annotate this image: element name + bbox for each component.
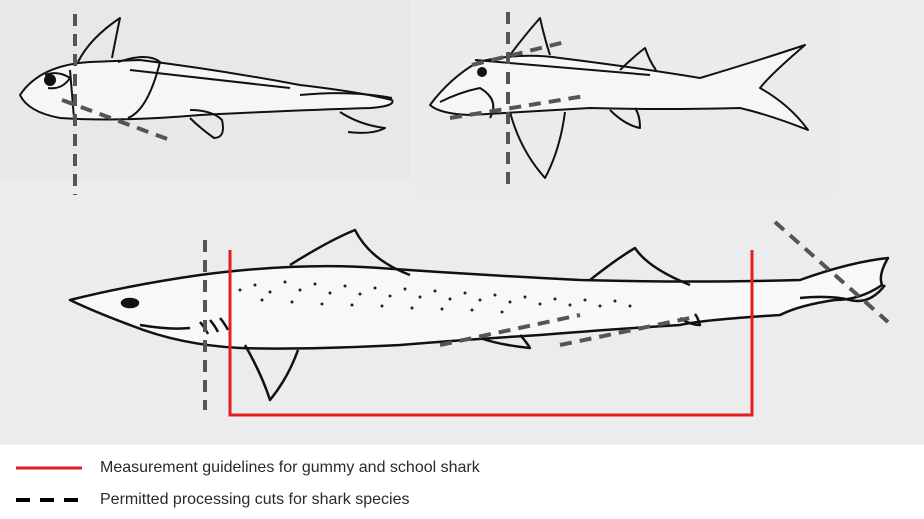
legend-measurement-label: Measurement guidelines for gummy and sch… bbox=[100, 459, 480, 477]
legend-dashed-line-swatch bbox=[14, 490, 84, 510]
legend-solid-line-swatch bbox=[14, 458, 84, 478]
gummy-shark-eye bbox=[122, 299, 138, 307]
legend-measurement: Measurement guidelines for gummy and sch… bbox=[14, 455, 480, 481]
legend-processing-label: Permitted processing cuts for shark spec… bbox=[100, 491, 409, 509]
legend-processing: Permitted processing cuts for shark spec… bbox=[14, 487, 409, 513]
sawshark-eye bbox=[478, 68, 486, 76]
elephant-fish-eye bbox=[45, 75, 55, 85]
